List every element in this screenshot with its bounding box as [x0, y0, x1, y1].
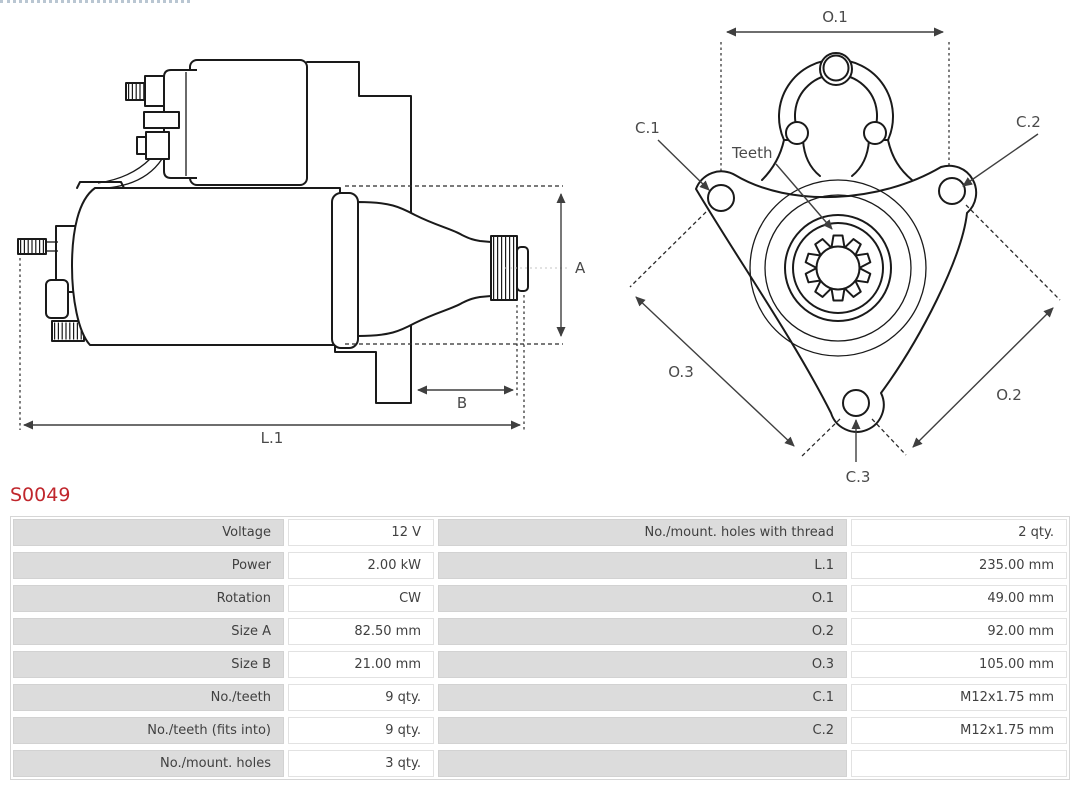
spec-label: O.2 [438, 618, 847, 645]
spec-value: 82.50 mm [288, 618, 434, 645]
teeth-label: Teeth [731, 144, 772, 162]
spec-label: Power [13, 552, 284, 579]
spec-label: O.1 [438, 585, 847, 612]
spec-label: No./teeth (fits into) [13, 717, 284, 744]
table-row: Power 2.00 kW L.1 235.00 mm [13, 552, 1067, 579]
arch-left-hole [785, 121, 809, 145]
table-row: No./mount. holes 3 qty. [13, 750, 1067, 777]
spec-value: 2.00 kW [288, 552, 434, 579]
mount-hole-c2 [938, 177, 966, 205]
spec-label: No./teeth [13, 684, 284, 711]
part-code: S0049 [10, 484, 71, 506]
spec-value: M12x1.75 mm [851, 684, 1067, 711]
spec-label: Size A [13, 618, 284, 645]
table-row: No./teeth 9 qty. C.1 M12x1.75 mm [13, 684, 1067, 711]
dim-label-c2: C.2 [1016, 113, 1041, 131]
spec-label: No./mount. holes [13, 750, 284, 777]
table-row: Size A 82.50 mm O.2 92.00 mm [13, 618, 1067, 645]
arch-top-hole [822, 54, 850, 82]
spec-label [438, 750, 847, 777]
spec-value: 49.00 mm [851, 585, 1067, 612]
table-row: Size B 21.00 mm O.3 105.00 mm [13, 651, 1067, 678]
starter-front-view: O.1 [629, 8, 1061, 486]
dim-label-o1: O.1 [822, 8, 848, 26]
dim-label-c3: C.3 [846, 468, 871, 486]
spec-value: 9 qty. [288, 684, 434, 711]
spec-value: 235.00 mm [851, 552, 1067, 579]
technical-drawing: A B L.1 O.1 [17, 8, 1061, 486]
dim-label-a: A [575, 259, 586, 277]
starter-side-view: A B L.1 [17, 59, 586, 447]
dim-label-l1: L.1 [261, 429, 284, 447]
spec-label: Rotation [13, 585, 284, 612]
spec-value: 105.00 mm [851, 651, 1067, 678]
spec-label: C.1 [438, 684, 847, 711]
spec-value: M12x1.75 mm [851, 717, 1067, 744]
spec-value: 92.00 mm [851, 618, 1067, 645]
spec-value: 9 qty. [288, 717, 434, 744]
dim-label-o3: O.3 [668, 363, 694, 381]
dim-label-c1: C.1 [635, 119, 660, 137]
top-edge-artifact [0, 0, 190, 3]
spec-label: O.3 [438, 651, 847, 678]
spec-value [851, 750, 1067, 777]
mount-hole-c3 [842, 389, 870, 417]
spec-value: 12 V [288, 519, 434, 546]
spec-label: Voltage [13, 519, 284, 546]
spec-value: 21.00 mm [288, 651, 434, 678]
spec-value: CW [288, 585, 434, 612]
arch-right-hole [863, 121, 887, 145]
spec-label: L.1 [438, 552, 847, 579]
table-row: Rotation CW O.1 49.00 mm [13, 585, 1067, 612]
dim-label-b: B [457, 394, 467, 412]
spec-value: 3 qty. [288, 750, 434, 777]
table-row: Voltage 12 V No./mount. holes with threa… [13, 519, 1067, 546]
spec-value: 2 qty. [851, 519, 1067, 546]
table-row: No./teeth (fits into) 9 qty. C.2 M12x1.7… [13, 717, 1067, 744]
spec-table: Voltage 12 V No./mount. holes with threa… [10, 516, 1070, 780]
mount-hole-c1 [707, 184, 735, 212]
spec-label: Size B [13, 651, 284, 678]
spec-label: C.2 [438, 717, 847, 744]
dim-label-o2: O.2 [996, 386, 1022, 404]
spec-label: No./mount. holes with thread [438, 519, 847, 546]
